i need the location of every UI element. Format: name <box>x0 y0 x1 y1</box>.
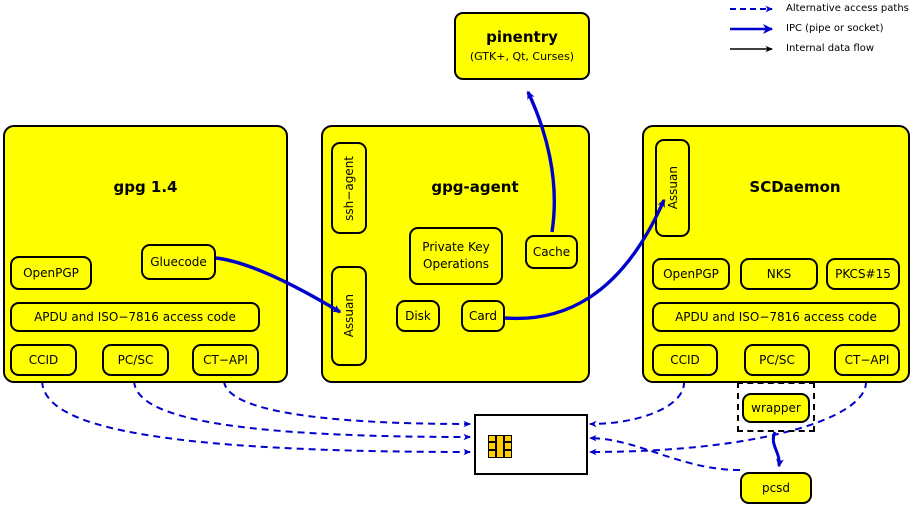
agent-ssh-agent-label: ssh−agent <box>342 155 356 221</box>
scdaemon-assuan-label: Assuan <box>665 166 680 210</box>
pcsd-label: pcsd <box>761 481 791 495</box>
scdaemon-nks-label: NKS <box>766 267 792 281</box>
gpg-openpgp-label: OpenPGP <box>23 266 79 280</box>
smartcard-node[interactable] <box>474 414 588 475</box>
agent-private-key-ops-line2: Operations <box>423 257 489 271</box>
alt-path-gpg-ccid-to-card <box>41 380 471 456</box>
agent-assuan-label: Assuan <box>342 294 356 338</box>
agent-disk-label: Disk <box>405 309 431 323</box>
scdaemon-apdu-node[interactable]: APDU and ISO−7816 access code <box>652 302 900 332</box>
agent-card-node[interactable]: Card <box>461 300 505 332</box>
gpg-gluecode-label: Gluecode <box>150 255 207 269</box>
agent-cache-label: Cache <box>532 245 571 259</box>
scdaemon-title: SCDaemon <box>749 178 841 196</box>
alt-path-scd-ctapi-to-card <box>589 380 868 456</box>
alt-path-pcsd-to-card <box>589 434 741 471</box>
gpg-pcsc-node[interactable]: PC/SC <box>102 344 169 376</box>
agent-private-key-ops-line1: Private Key <box>422 239 490 254</box>
scdaemon-assuan-node[interactable]: Assuan <box>655 139 690 237</box>
gpg-ccid-node[interactable]: CCID <box>10 344 77 376</box>
pinentry-subtitle: (GTK+, Qt, Curses) <box>469 49 575 63</box>
scdaemon-ctapi-node[interactable]: CT−API <box>834 344 900 376</box>
smartcard-chip-icon <box>488 435 512 458</box>
agent-private-key-ops-node[interactable]: Private Key Operations <box>409 227 503 285</box>
scdaemon-apdu-label: APDU and ISO−7816 access code <box>675 310 877 324</box>
alt-path-gpg-pcsc-to-card <box>133 380 471 441</box>
scdaemon-pcsc-node[interactable]: PC/SC <box>744 344 810 376</box>
legend-label-ipc: IPC (pipe or socket) <box>786 23 884 34</box>
pinentry-node[interactable]: pinentry (GTK+, Qt, Curses) <box>454 12 590 80</box>
gpg-agent-title: gpg-agent <box>431 178 519 196</box>
agent-disk-node[interactable]: Disk <box>396 300 440 332</box>
scdaemon-pcsc-label: PC/SC <box>759 353 795 367</box>
wrapper-node[interactable]: wrapper <box>742 393 810 423</box>
legend-label-alt-path: Alternative access paths <box>786 3 909 14</box>
pinentry-title: pinentry <box>486 28 558 47</box>
gpg-apdu-node[interactable]: APDU and ISO−7816 access code <box>10 302 260 332</box>
legend-label-internal: Internal data flow <box>786 43 875 54</box>
pcsd-node[interactable]: pcsd <box>740 472 812 504</box>
gpg-ctapi-label: CT−API <box>203 353 248 367</box>
scdaemon-ccid-node[interactable]: CCID <box>652 344 718 376</box>
agent-cache-node[interactable]: Cache <box>525 235 578 269</box>
gpg-openpgp-node[interactable]: OpenPGP <box>10 256 92 290</box>
scdaemon-pkcs15-label: PKCS#15 <box>835 267 891 281</box>
gpg-ccid-label: CCID <box>28 353 59 367</box>
legend: Alternative access paths IPC (pipe or so… <box>724 2 914 54</box>
gpg-apdu-label: APDU and ISO−7816 access code <box>34 310 236 324</box>
scdaemon-ccid-label: CCID <box>670 353 700 367</box>
ipc-wrapper-to-pcsd <box>771 431 784 468</box>
wrapper-label: wrapper <box>751 401 801 415</box>
alt-path-scd-ccid-to-card <box>589 380 686 428</box>
gpg-pcsc-label: PC/SC <box>117 353 154 367</box>
scdaemon-nks-node[interactable]: NKS <box>740 258 818 290</box>
scdaemon-ctapi-label: CT−API <box>844 353 890 367</box>
scdaemon-openpgp-node[interactable]: OpenPGP <box>652 258 730 290</box>
scdaemon-pkcs15-node[interactable]: PKCS#15 <box>826 258 900 290</box>
alt-path-gpg-ctapi-to-card <box>223 380 471 428</box>
agent-assuan-node[interactable]: Assuan <box>331 266 367 366</box>
scdaemon-openpgp-label: OpenPGP <box>663 267 719 281</box>
agent-card-label: Card <box>468 309 498 323</box>
gpg-title: gpg 1.4 <box>113 178 178 196</box>
gpg-gluecode-node[interactable]: Gluecode <box>141 244 216 280</box>
gpg-ctapi-node[interactable]: CT−API <box>192 344 259 376</box>
agent-ssh-agent-node[interactable]: ssh−agent <box>331 142 367 234</box>
